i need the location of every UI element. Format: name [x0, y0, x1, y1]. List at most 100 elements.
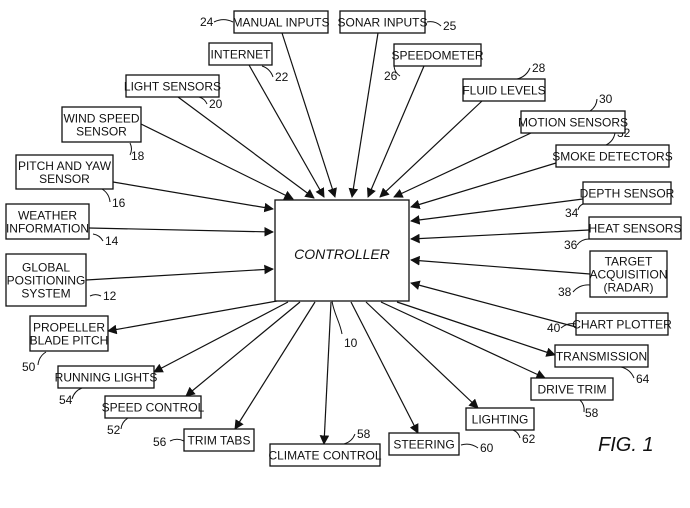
drive-trim-arrow	[380, 301, 546, 379]
wind-speed-sensor-ref: 18	[131, 149, 145, 163]
depth-sensor-label-line: DEPTH SENSOR	[580, 186, 675, 200]
fluid-levels-box	[462, 78, 546, 102]
target-acquisition-label-line: (RADAR)	[604, 280, 654, 294]
chart-plotter-ref-leader	[560, 323, 577, 329]
depth-sensor-ref: 34	[565, 206, 579, 220]
controller-box	[274, 199, 410, 302]
wind-speed-sensor-label-line: SENSOR	[76, 124, 127, 138]
lighting-arrow	[365, 301, 479, 409]
fluid-levels-ref-leader	[516, 67, 531, 80]
pitch-yaw-sensor-label-line: PITCH AND YAW	[18, 159, 112, 173]
global-positioning-system-ref-leader	[89, 294, 102, 297]
global-positioning-system-label-line: POSITIONING	[7, 273, 86, 287]
drive-trim-ref-leader	[579, 399, 585, 413]
controller-ref-leader	[331, 300, 343, 335]
drive-trim-label-line: DRIVE TRIM	[537, 382, 606, 396]
smoke-detectors-arrow	[410, 162, 557, 210]
speed-control-box	[104, 395, 202, 419]
pitch-yaw-sensor-ref: 16	[112, 196, 126, 210]
target-acquisition-label-line: ACQUISITION	[589, 267, 667, 281]
chart-plotter-ref: 40	[547, 321, 561, 335]
figure-label: FIG. 1	[598, 434, 654, 456]
internet-ref: 22	[275, 70, 289, 84]
target-acquisition-box	[589, 250, 668, 298]
sonar-inputs-ref-leader	[426, 21, 442, 27]
sonar-inputs-arrow	[348, 32, 379, 198]
global-positioning-system-box	[5, 253, 87, 307]
manual-inputs-arrow	[281, 32, 337, 198]
fluid-levels-ref: 28	[532, 61, 546, 75]
manual-inputs-ref: 24	[200, 15, 214, 29]
motion-sensors-arrow	[393, 132, 532, 198]
transmission-label-line: TRANSMISSION	[556, 349, 647, 363]
running-lights-arrow	[153, 301, 289, 373]
heat-sensors-ref-leader	[576, 238, 590, 246]
light-sensors-label-line: LIGHT SENSORS	[124, 79, 221, 93]
depth-sensor-arrow	[410, 198, 584, 225]
weather-information-label-line: WEATHER	[18, 208, 77, 222]
transmission-arrow	[396, 301, 556, 357]
global-positioning-system-arrow	[85, 264, 274, 281]
target-acquisition-arrow	[410, 255, 591, 275]
pitch-yaw-sensor-ref-leader	[101, 188, 111, 203]
propeller-blade-pitch-ref-leader	[37, 351, 47, 366]
motion-sensors-ref: 30	[599, 92, 613, 106]
controller-label: CONTROLLER	[294, 246, 390, 262]
pitch-yaw-sensor-arrow	[112, 181, 274, 213]
drive-trim-box	[530, 377, 614, 401]
weather-information-box	[5, 203, 90, 240]
trim-tabs-ref-leader	[169, 438, 185, 442]
trim-tabs-label-line: TRIM TABS	[188, 433, 251, 447]
climate-control-label-line: CLIMATE CONTROL	[268, 448, 381, 462]
chart-plotter-label-line: CHART PLOTTER	[572, 317, 672, 331]
climate-control-box	[269, 443, 381, 467]
depth-sensor-box	[582, 181, 672, 205]
fluid-levels-label-line: FLUID LEVELS	[462, 83, 545, 97]
propeller-blade-pitch-ref: 50	[22, 360, 36, 374]
transmission-ref-leader	[620, 366, 635, 379]
target-acquisition-ref: 38	[558, 285, 572, 299]
climate-control-ref: 58	[357, 427, 371, 441]
global-positioning-system-label-line: SYSTEM	[21, 286, 70, 300]
transmission-ref: 64	[636, 372, 650, 386]
speed-control-arrow	[185, 301, 301, 397]
steering-box	[388, 432, 460, 456]
speed-control-ref: 52	[107, 423, 121, 437]
trim-tabs-box	[183, 428, 255, 452]
global-positioning-system-label-line: GLOBAL	[22, 260, 70, 274]
speedometer-box	[393, 43, 482, 67]
wind-speed-sensor-label-line: WIND SPEED	[63, 111, 139, 125]
propeller-blade-pitch-arrow	[107, 300, 278, 335]
lighting-label-line: LIGHTING	[472, 412, 529, 426]
light-sensors-box	[125, 74, 220, 98]
motion-sensors-box	[520, 110, 626, 134]
motion-sensors-label-line: MOTION SENSORS	[518, 115, 628, 129]
running-lights-label-line: RUNNING LIGHTS	[55, 370, 158, 384]
trim-tabs-arrow	[234, 301, 316, 430]
lighting-ref-leader	[512, 429, 521, 439]
target-acquisition-label-line: TARGET	[605, 254, 653, 268]
speedometer-arrow	[366, 65, 425, 198]
sonar-inputs-box	[339, 10, 426, 34]
manual-inputs-box	[233, 10, 329, 34]
light-sensors-ref-leader	[198, 96, 208, 105]
running-lights-ref-leader	[71, 387, 83, 400]
heat-sensors-ref: 36	[564, 238, 578, 252]
depth-sensor-ref-leader	[577, 203, 584, 211]
propeller-blade-pitch-label-line: PROPELLER	[33, 320, 105, 334]
heat-sensors-label-line: HEAT SENSORS	[589, 221, 682, 235]
speed-control-label-line: SPEED CONTROL	[102, 400, 205, 414]
controller-ref: 10	[344, 336, 358, 350]
running-lights-ref: 54	[59, 393, 73, 407]
climate-control-ref-leader	[343, 433, 356, 445]
wind-speed-sensor-arrow	[140, 123, 294, 200]
light-sensors-arrow	[177, 96, 315, 199]
propeller-blade-pitch-box	[29, 315, 109, 352]
propeller-blade-pitch-label-line: BLADE PITCH	[30, 333, 109, 347]
smoke-detectors-box	[555, 144, 670, 168]
lighting-ref: 62	[522, 432, 536, 446]
heat-sensors-box	[588, 216, 682, 240]
motion-sensors-ref-leader	[589, 98, 598, 112]
lighting-box	[465, 407, 535, 431]
